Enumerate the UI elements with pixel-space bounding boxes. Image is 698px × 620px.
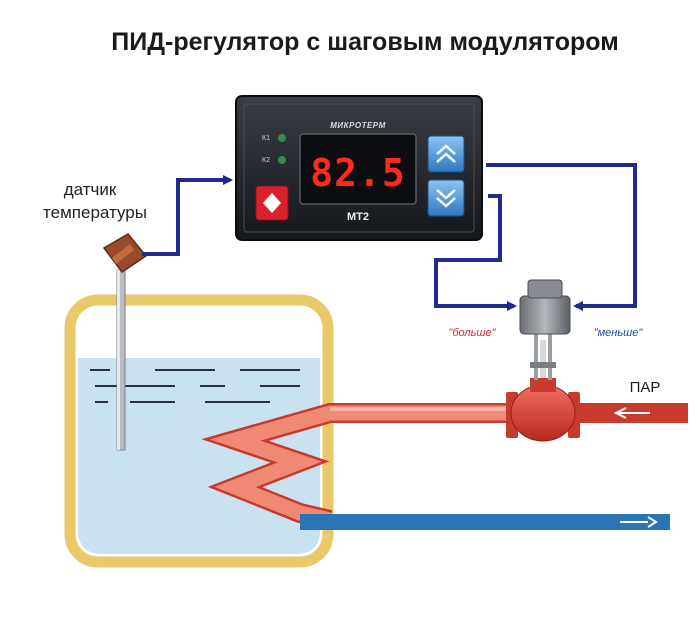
- diagram-title: ПИД-регулятор с шаговым модулятором: [111, 28, 618, 56]
- control-valve: [506, 279, 580, 442]
- display-value: 82.5: [310, 151, 406, 195]
- indicator-k2-led: [278, 156, 286, 164]
- steam-label: ПАР: [630, 379, 661, 396]
- return-pipe: [300, 514, 670, 530]
- water-surface-dashes: [90, 369, 300, 403]
- indicator-k1-label: К1: [262, 135, 270, 142]
- double-chevron-down-icon: [436, 189, 456, 208]
- sensor-label-line1: датчик: [64, 180, 117, 199]
- valve-more-label: "больше": [448, 327, 496, 339]
- sensor-label-line2: температуры: [43, 203, 147, 222]
- diamond-icon: [263, 193, 281, 213]
- indicator-k2-label: К2: [262, 157, 270, 164]
- pid-controller: 82.5 МИКРОТЕРМ МТ2 К1 К2: [235, 95, 483, 241]
- model-label: МТ2: [347, 211, 369, 223]
- brand-label: МИКРОТЕРМ: [330, 121, 386, 130]
- controller-display: [299, 133, 417, 205]
- signal-wires: [142, 163, 637, 311]
- indicator-k1-led: [278, 134, 286, 142]
- steam-flow-arrow: [613, 407, 650, 419]
- valve-less-label: "меньше": [594, 327, 644, 339]
- double-chevron-up-icon: [436, 144, 456, 163]
